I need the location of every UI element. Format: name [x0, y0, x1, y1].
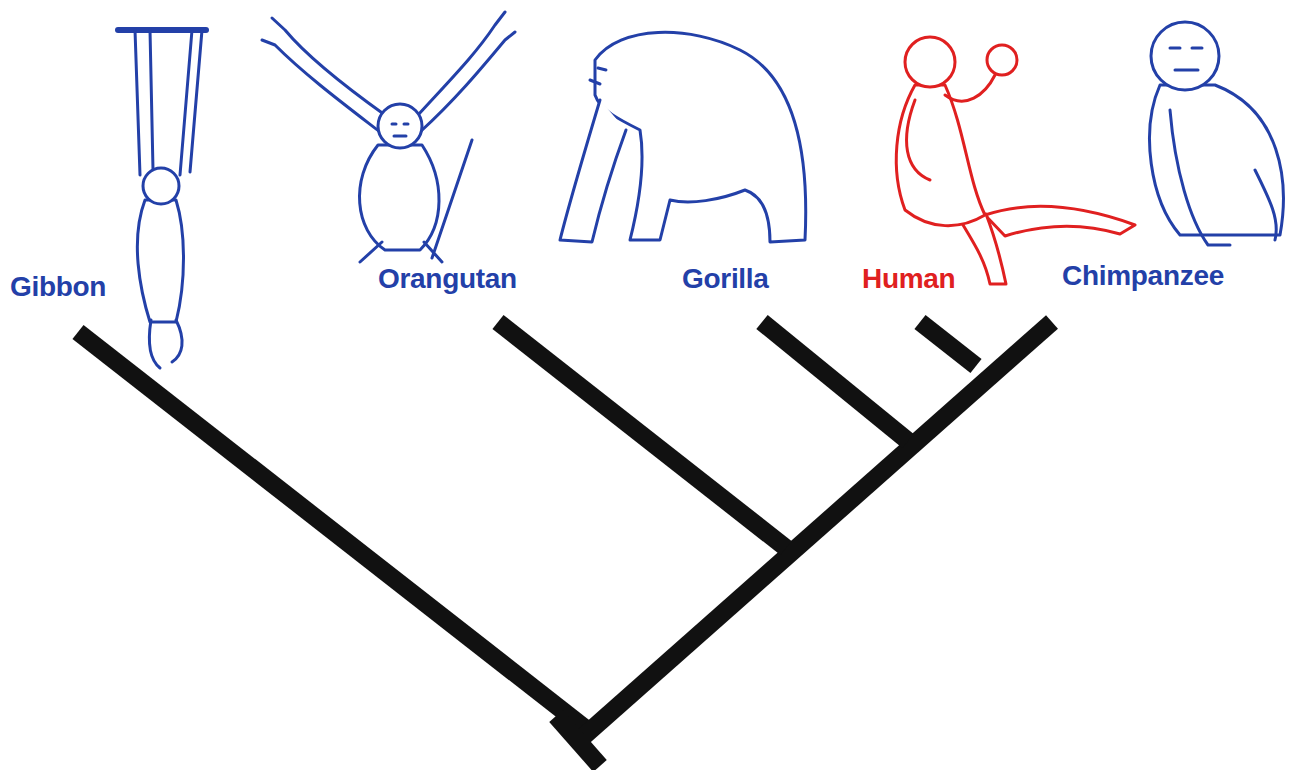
gibbon-branch [78, 332, 590, 732]
gorilla-figure [560, 32, 806, 242]
chimpanzee-figure [1150, 22, 1284, 245]
gorilla-branch [762, 322, 908, 441]
species-label: Chimpanzee [1062, 260, 1224, 291]
species-label: Gorilla [682, 263, 769, 294]
label-slot: Orangutan [378, 262, 517, 296]
label-slot: Human [862, 262, 955, 296]
label-slot: Gorilla [682, 262, 769, 296]
human-branch [920, 322, 976, 366]
species-label: Gibbon [10, 271, 106, 302]
root-stem [556, 716, 600, 766]
label-slot: Gibbon [10, 270, 106, 304]
main-spine [575, 322, 1052, 744]
orangutan-branch [498, 322, 786, 548]
human-figure [896, 37, 1135, 284]
label-slot: Chimpanzee [1062, 259, 1224, 293]
gibbon-figure [118, 30, 206, 368]
species-label: Human [862, 263, 955, 294]
tree-branches [78, 322, 1052, 766]
species-label: Orangutan [378, 263, 517, 294]
orangutan-figure [262, 12, 515, 262]
